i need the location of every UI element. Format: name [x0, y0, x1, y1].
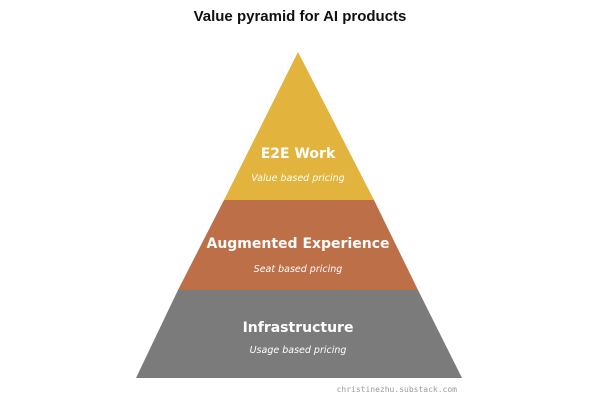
- source-credit: christinezhu.substack.com: [336, 385, 457, 394]
- tier-e2e-work: [224, 52, 374, 200]
- tier-title: Augmented Experience: [206, 236, 389, 252]
- tier-pricing: Usage based pricing: [250, 345, 347, 356]
- tier-augmented-experience: [178, 200, 418, 290]
- tier-title: E2E Work: [261, 146, 336, 162]
- page-title: Value pyramid for AI products: [193, 8, 407, 25]
- tier-title: Infrastructure: [243, 320, 354, 336]
- tier-pricing: Value based pricing: [251, 173, 344, 184]
- tier-infrastructure: [136, 290, 462, 378]
- tier-pricing: Seat based pricing: [254, 264, 343, 275]
